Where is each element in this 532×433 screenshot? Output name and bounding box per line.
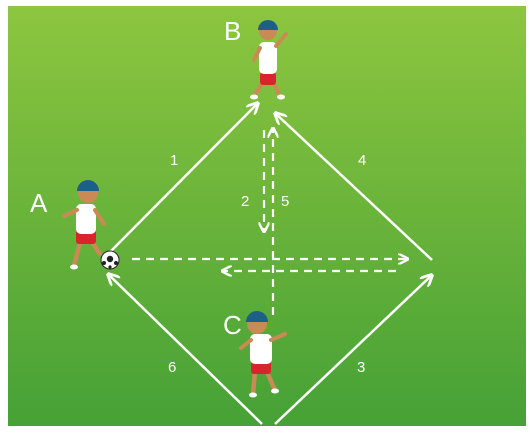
soccer-ball-icon <box>100 250 120 270</box>
pass-line-1 <box>109 103 258 253</box>
pass-line-4 <box>275 113 433 261</box>
pass-line-6 <box>108 274 263 425</box>
pass-line-3 <box>274 275 432 425</box>
player-b-label: B <box>224 16 241 46</box>
dashed-run-lines <box>132 128 408 315</box>
solid-pass-lines <box>108 103 433 425</box>
player-a-label: A <box>30 188 48 218</box>
pass-number-5: 5 <box>281 193 289 210</box>
player-b-figure <box>250 20 288 100</box>
pass-number-4: 4 <box>358 152 366 169</box>
pass-number-3: 3 <box>357 359 365 376</box>
player-c-label: C <box>223 310 242 340</box>
pass-number-6: 6 <box>168 359 176 376</box>
pass-number-1: 1 <box>170 152 178 169</box>
player-c-figure <box>239 311 287 398</box>
pass-number-2: 2 <box>241 193 249 210</box>
player-a-figure <box>62 180 106 270</box>
